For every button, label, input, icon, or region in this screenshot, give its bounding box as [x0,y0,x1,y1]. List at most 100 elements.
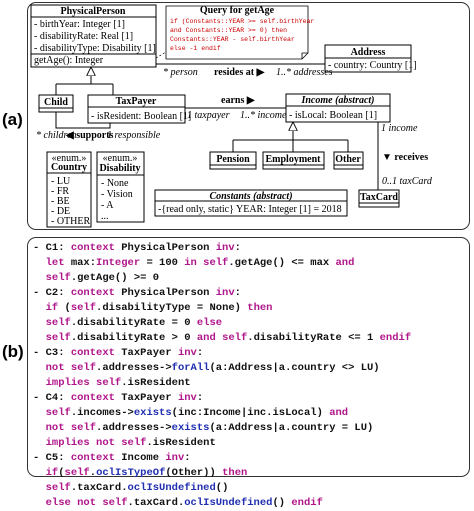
generalization-income [232,122,349,152]
ocl-line: - C4: context TaxPayer inv: [33,391,411,406]
ocl-token-kw: and [329,407,349,419]
ocl-line: not self.addresses->forAll(a:Address|a.c… [33,361,411,376]
assoc-end-addresses: 1..* addresses [276,67,333,78]
country-literal-be: - BE [51,196,70,207]
ocl-token-plain [33,407,46,419]
uml-class-diagram: PhysicalPerson - birthYear: Integer [1] … [30,4,433,228]
ocl-token-plain: () [272,497,292,509]
ocl-line: if(self.oclIsTypeOf(Other)) then [33,466,411,481]
query-note-line-1: if (Constants::YEAR >= self.birthYear [170,18,314,25]
ocl-token-plain: ( [58,302,71,314]
tax-card-name: TaxCard [360,192,398,203]
ocl-token-kw: self [45,332,71,344]
ocl-token-plain: - C3: [33,347,71,359]
ocl-token-plain: .isResident [146,437,216,449]
ocl-token-plain: : [234,287,241,299]
ocl-token-plain: .getAge() <= max [228,257,336,269]
ocl-token-plain: TaxPayer [114,347,178,359]
disability-literal-a: - A [101,200,114,211]
ocl-token-kw: self [45,272,71,284]
ocl-token-kw: else not self [45,497,128,509]
disability-name: Disability [99,163,140,174]
ocl-line: implies not self.isResident [33,436,411,451]
association-supports: * children ◀ supports 1 responsible [36,112,161,141]
query-note: Query for getAge if (Constants::YEAR >= … [155,5,314,60]
ocl-line: - C1: context PhysicalPerson inv: [33,241,411,256]
ocl-token-kw: inv [177,392,197,404]
ocl-token-plain [33,272,46,284]
other-name: Other [335,154,361,165]
enum-country: «enum.» Country - LU - FR - BE - DE - OT… [46,151,92,228]
ocl-constraints-listing: - C1: context PhysicalPerson inv: let ma… [33,241,411,511]
assoc-end-taxpayer: 1 taxpayer [187,110,230,121]
physical-person-name: PhysicalPerson [61,6,126,17]
ocl-token-plain: TaxPayer [114,392,178,404]
ocl-token-kw: self [45,407,71,419]
ocl-token-plain: PhysicalPerson [114,242,216,254]
country-stereotype: «enum.» [52,153,87,164]
physical-person-attr-disability-type: - disabilityType: Disability [1] [34,43,156,54]
class-pension: Pension [209,151,257,170]
class-employment: Employment [262,151,325,170]
ocl-line: implies self.isResident [33,376,411,391]
child-name: Child [44,97,68,108]
ocl-token-kw: let [45,257,65,269]
query-note-line-4: else -1 endif [170,45,221,52]
ocl-token-plain: (a:Address|a.country <> LU) [209,362,380,374]
ocl-token-plain: .isResident [121,377,191,389]
ocl-token-plain: - C1: [33,242,71,254]
ocl-token-kw: endif [379,332,412,344]
pension-name: Pension [216,154,250,165]
ocl-token-kw: self [64,467,90,479]
ocl-token-plain: () [215,482,229,494]
ocl-token-op: forAll [171,362,210,374]
ocl-token-plain [33,467,46,479]
class-tax-card: TaxCard [358,189,400,208]
disability-literal-vision: - Vision [101,189,133,200]
ocl-token-op: exists [171,422,210,434]
ocl-token-plain [33,422,46,434]
ocl-token-plain: - C4: [33,392,71,404]
income-attr-is-local: - isLocal: Boolean [1] [289,110,377,121]
ocl-line: self.getAge() >= 0 [33,271,411,286]
ocl-token-plain: : [196,347,204,359]
tax-payer-attr-is-resident: - isResident: Boolean [1] [91,111,191,122]
country-literal-lu: - LU [51,176,71,187]
ocl-token-op: exists [133,407,172,419]
ocl-token-plain: .getAge() >= 0 [70,272,160,284]
ocl-line: - C5: context Income inv: [33,451,411,466]
assoc-end-incomes: 1..* incomes [240,110,290,121]
ocl-line: self.disabilityRate = 0 else [33,316,411,331]
class-other: Other [333,151,364,170]
ocl-line: if (self.disabilityType = None) then [33,301,411,316]
ocl-token-plain [33,497,46,509]
panel-label-b: (b) [2,342,24,361]
constants-attr-year: -{read only, static} YEAR: Integer [1] =… [158,204,342,215]
ocl-line: else not self.taxCard.oclIsUndefined() e… [33,496,411,511]
ocl-token-plain: PhysicalPerson [114,287,216,299]
class-address: Address - country: Country [1] [324,44,417,73]
assoc-label-earns: earns ▶ [221,95,256,106]
ocl-token-plain [33,257,46,269]
constants-name: Constants (abstract) [209,191,292,202]
assoc-label-supports: ◀ supports [65,130,114,141]
class-physical-person: PhysicalPerson - birthYear: Integer [1] … [30,4,157,68]
assoc-end-tax-card: 0..1 taxCard [382,176,433,187]
assoc-end-person: * person [163,67,198,78]
ocl-token-plain: max: [64,257,97,269]
ocl-token-plain: .addresses-> [96,362,172,374]
ocl-token-op: oclIsTypeOf [96,467,166,479]
ocl-token-kw: inv [215,242,235,254]
ocl-token-kw: Integer [96,257,141,269]
ocl-token-plain [33,377,46,389]
ocl-token-kw: self [45,482,71,494]
ocl-token-plain [33,362,46,374]
disability-stereotype: «enum.» [103,153,138,164]
ocl-token-plain [33,482,46,494]
ocl-line: self.incomes->exists(inc:Income|inc.isLo… [33,406,411,421]
panel-b-frame [27,237,470,477]
ocl-token-op: oclIsUndefined [184,497,273,509]
ocl-token-plain [33,302,46,314]
ocl-line: self.disabilityRate > 0 and self.disabil… [33,331,412,346]
ocl-token-kw: if [45,467,59,479]
